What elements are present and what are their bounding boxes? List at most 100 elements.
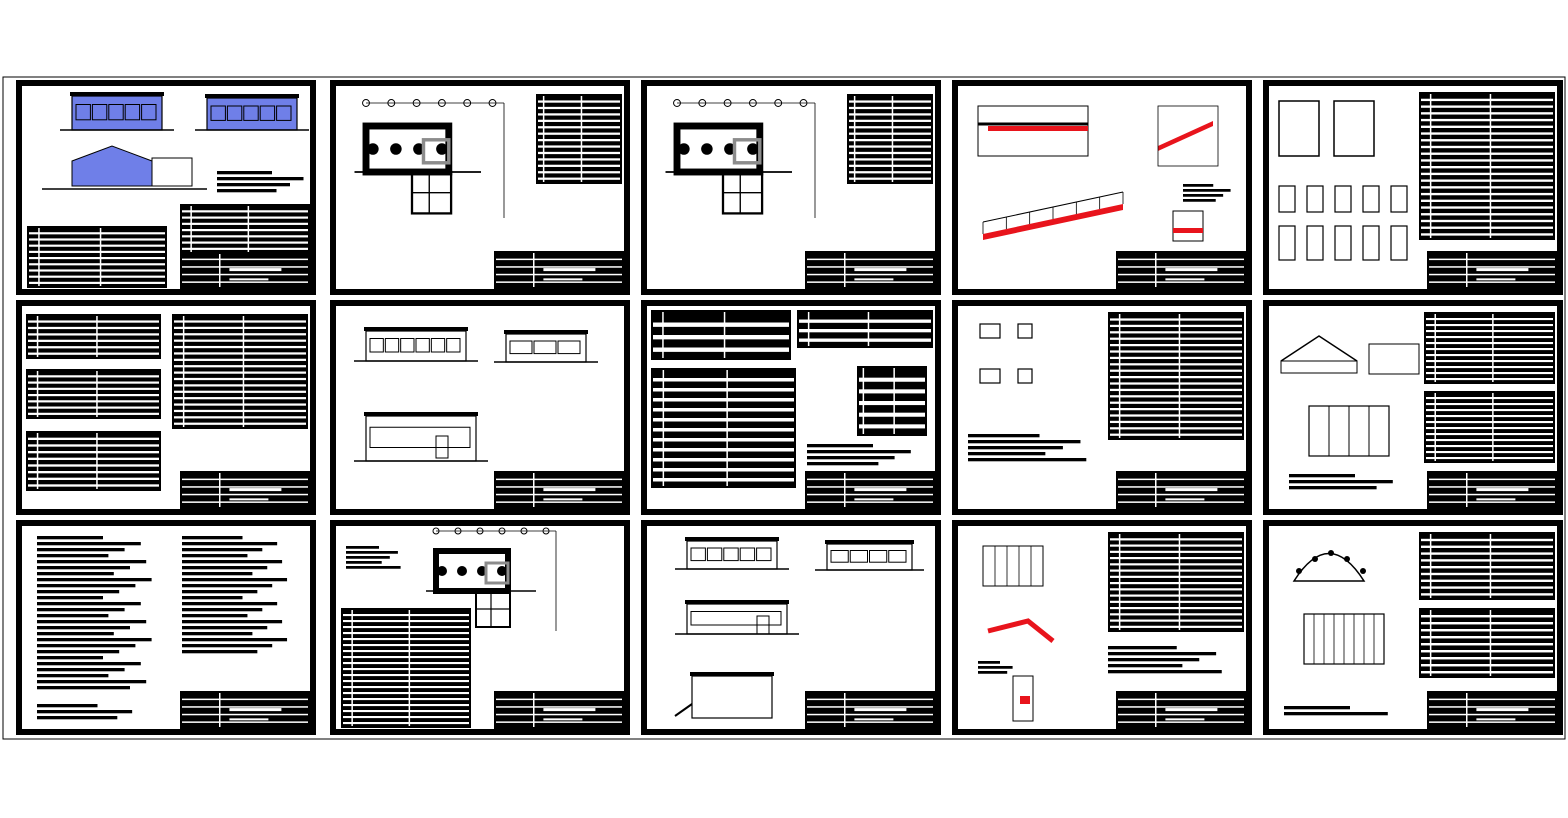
notes-line bbox=[37, 602, 141, 606]
table-row-gap bbox=[1426, 397, 1553, 400]
roof-line bbox=[205, 94, 299, 98]
text-line bbox=[1289, 480, 1393, 484]
sheet-r2c5[interactable] bbox=[1263, 300, 1563, 515]
table-row-gap bbox=[343, 638, 469, 641]
title-block-rule bbox=[807, 258, 933, 261]
grid-bubble bbox=[412, 99, 421, 107]
table-row-gap bbox=[538, 158, 620, 161]
sheet-r2c4[interactable] bbox=[952, 300, 1252, 515]
table-row-gap bbox=[859, 412, 925, 417]
sheet-r3c5[interactable] bbox=[1263, 520, 1563, 735]
sheet-r3c1[interactable] bbox=[16, 520, 316, 735]
table-col-rule bbox=[351, 610, 353, 726]
title-block-rule bbox=[496, 501, 622, 503]
window bbox=[706, 547, 723, 562]
title-block-rule bbox=[1118, 258, 1244, 261]
title-block-rule bbox=[1466, 473, 1468, 507]
text-line bbox=[978, 666, 1013, 669]
window bbox=[369, 426, 471, 448]
plan-column bbox=[678, 143, 690, 155]
table-row-gap bbox=[653, 468, 794, 472]
plan-column bbox=[436, 143, 448, 155]
sheet-r2c3[interactable] bbox=[641, 300, 941, 515]
table-row-gap bbox=[859, 401, 925, 406]
sheet-r3c4[interactable] bbox=[952, 520, 1252, 735]
title-block-rule bbox=[182, 258, 308, 261]
table-row-gap bbox=[653, 418, 794, 422]
sheet-r1c3[interactable] bbox=[641, 80, 941, 295]
sheet-r3c3[interactable] bbox=[641, 520, 941, 735]
table-row-gap bbox=[1421, 636, 1553, 639]
sheet-r1c5[interactable] bbox=[1263, 80, 1563, 295]
title-block-rule bbox=[844, 253, 846, 287]
window-type bbox=[1334, 185, 1352, 213]
sheet-r2c1[interactable] bbox=[16, 300, 316, 515]
sheet-r1c2[interactable] bbox=[330, 80, 630, 295]
table-row-gap bbox=[1421, 98, 1553, 102]
table-row-gap bbox=[1110, 356, 1242, 360]
table-row-gap bbox=[849, 126, 931, 129]
sheet-r2c2[interactable] bbox=[330, 300, 630, 515]
table-row-gap bbox=[653, 438, 794, 442]
text-line bbox=[346, 556, 390, 559]
sheet-r3c2[interactable] bbox=[330, 520, 630, 735]
table-col-rule bbox=[242, 316, 245, 427]
title-block-text bbox=[1165, 488, 1218, 492]
plan-column bbox=[497, 566, 507, 576]
table-row-gap bbox=[1421, 213, 1553, 216]
title-block-rule bbox=[1118, 478, 1244, 481]
window bbox=[276, 105, 292, 121]
table-row-gap bbox=[1426, 433, 1553, 436]
table-row-gap bbox=[1110, 363, 1242, 366]
roof-line bbox=[685, 537, 779, 541]
table-row-gap bbox=[174, 345, 306, 349]
ramp-plan-red bbox=[988, 126, 1088, 131]
table-row-gap bbox=[1426, 366, 1553, 369]
title-block-text bbox=[1165, 268, 1218, 272]
title-block-text bbox=[1165, 278, 1205, 281]
table-row-gap bbox=[28, 381, 159, 384]
grid-bubble bbox=[723, 99, 732, 107]
text-line bbox=[968, 458, 1087, 462]
title-block-rule bbox=[182, 706, 308, 708]
post-section-red bbox=[1020, 696, 1030, 704]
table-row-gap bbox=[849, 139, 931, 142]
sheet-r1c1[interactable] bbox=[16, 80, 316, 295]
table-col-rule bbox=[891, 96, 894, 182]
table-row-gap bbox=[653, 347, 789, 352]
table-row-gap bbox=[343, 710, 469, 713]
roof-line bbox=[70, 92, 164, 96]
table-row-gap bbox=[1110, 401, 1242, 404]
table-row-gap bbox=[1421, 112, 1553, 115]
sheet-r1c4[interactable] bbox=[952, 80, 1252, 295]
title-block-rule bbox=[219, 693, 221, 727]
title-block-text bbox=[1476, 268, 1529, 272]
title-block-rule bbox=[807, 478, 933, 481]
title-block-rule bbox=[1118, 501, 1244, 503]
title-block-text bbox=[854, 488, 907, 492]
window bbox=[384, 338, 400, 353]
title-block-rule bbox=[1429, 501, 1555, 503]
table-row-gap bbox=[1426, 403, 1553, 406]
title-block-rule bbox=[807, 486, 933, 488]
text-line bbox=[1108, 670, 1222, 674]
table-row-gap bbox=[538, 119, 620, 122]
title-block-text bbox=[854, 498, 894, 501]
door-large bbox=[1333, 100, 1375, 157]
title-block-rule bbox=[1118, 713, 1244, 716]
spec-table bbox=[26, 431, 161, 491]
door-large bbox=[1278, 100, 1320, 157]
title-block-text bbox=[1476, 718, 1516, 721]
title-block-rule bbox=[1155, 253, 1157, 287]
table-row-gap bbox=[1426, 427, 1553, 430]
table-row-gap bbox=[182, 222, 308, 225]
title-block-rule bbox=[496, 713, 622, 716]
text-line bbox=[1289, 486, 1377, 490]
notes-line bbox=[182, 572, 253, 576]
table-row-gap bbox=[653, 478, 794, 482]
table-row-gap bbox=[343, 680, 469, 683]
table-row-gap bbox=[29, 238, 165, 241]
table-row-gap bbox=[1426, 324, 1553, 327]
table-row-gap bbox=[1426, 451, 1553, 454]
table-row-gap bbox=[29, 263, 165, 266]
